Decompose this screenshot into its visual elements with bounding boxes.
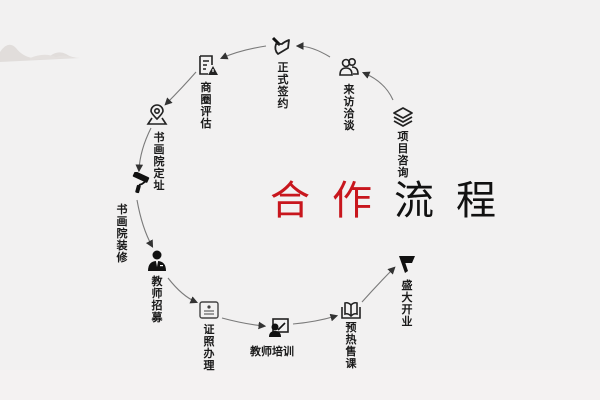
- location-pin-icon: [146, 104, 168, 125]
- step-label: 教师招募: [151, 275, 163, 324]
- ink-mountain-decoration: [0, 44, 80, 62]
- step-label: 商圈评估: [200, 81, 212, 130]
- step-label: 证照办理: [203, 323, 215, 372]
- step-label: 正式签约: [277, 61, 289, 110]
- diagram-title: 合作流程: [270, 168, 518, 226]
- step-label: 项目咨询: [397, 130, 409, 179]
- signing-pen-icon: [271, 36, 290, 55]
- step-label: 盛大开业: [401, 279, 413, 328]
- flag-icon: [399, 256, 415, 273]
- paint-roller-icon: [132, 172, 150, 194]
- step-label: 来访洽谈: [343, 83, 355, 132]
- layers-icon: [393, 107, 413, 127]
- step-label: 书画院定址: [153, 131, 165, 192]
- certificate-icon: [199, 301, 219, 319]
- document-warning-icon: [199, 55, 218, 75]
- businessman-icon: [148, 250, 166, 271]
- teacher-board-icon: [269, 318, 289, 337]
- title-part-process: 流程: [394, 178, 518, 224]
- step-label: 书画院装修: [116, 203, 128, 264]
- step-label: 教师培训: [250, 345, 294, 358]
- step-label: 预热售课: [345, 321, 357, 370]
- bottom-band: [0, 370, 600, 400]
- title-part-cooperation: 合作: [270, 178, 394, 224]
- users-icon: [339, 57, 359, 76]
- open-book-icon: [341, 301, 361, 319]
